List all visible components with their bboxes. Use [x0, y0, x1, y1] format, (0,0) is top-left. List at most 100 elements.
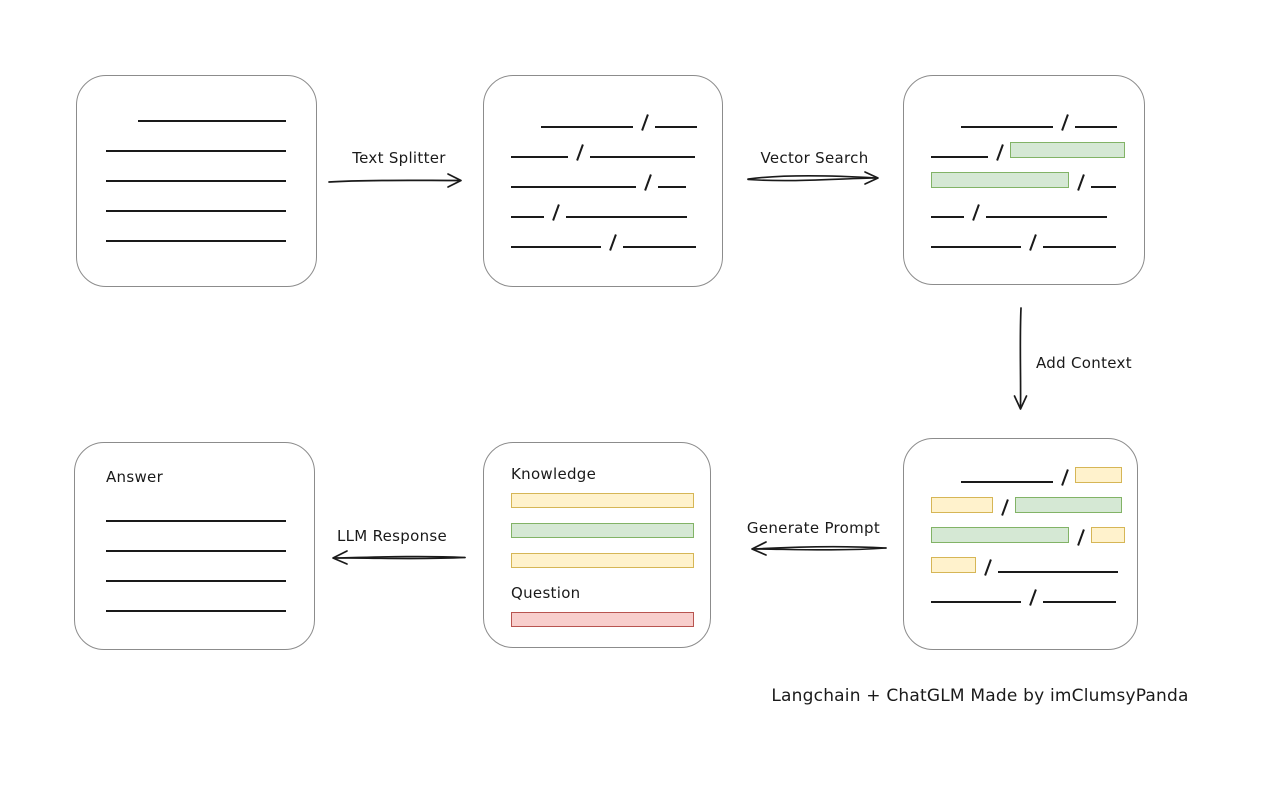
yellow-bar — [511, 553, 694, 568]
text-line — [931, 216, 964, 218]
text-row — [931, 583, 1137, 603]
diagram-caption: Langchain + ChatGLM Made by imClumsyPand… — [771, 686, 1189, 706]
text-row — [511, 108, 722, 128]
node-text-chunks — [483, 75, 723, 287]
text-line — [541, 126, 633, 128]
text-line — [931, 601, 1021, 603]
slash-separator — [608, 234, 617, 251]
text-row — [931, 493, 1137, 513]
text-row — [931, 168, 1144, 188]
slash-separator — [983, 559, 992, 576]
text-line — [961, 481, 1053, 483]
text-line — [106, 520, 286, 522]
text-row — [106, 592, 314, 612]
text-line — [511, 156, 568, 158]
node-prompt: Knowledge Question — [483, 442, 711, 648]
text-row — [931, 553, 1137, 573]
text-row — [106, 162, 316, 182]
slash-separator — [995, 144, 1004, 161]
text-row — [931, 138, 1144, 158]
question-bars — [511, 612, 710, 627]
text-line — [106, 240, 286, 242]
text-line — [1043, 601, 1116, 603]
text-line — [106, 580, 286, 582]
slash-separator — [1060, 114, 1069, 131]
text-line — [106, 180, 286, 182]
slash-separator — [971, 204, 980, 221]
answer-lines — [75, 486, 314, 612]
text-line — [655, 126, 697, 128]
text-line — [961, 126, 1053, 128]
slash-separator — [1028, 589, 1037, 606]
text-line — [931, 156, 988, 158]
text-line — [998, 571, 1118, 573]
slash-separator — [640, 114, 649, 131]
vector-search-right-arrow-icon — [747, 171, 879, 185]
slash-separator — [643, 174, 652, 191]
yellow-bar — [511, 493, 694, 508]
add-context-down-arrow-icon — [1013, 307, 1028, 410]
slash-separator — [575, 144, 584, 161]
red-bar — [511, 612, 694, 627]
green-highlighted-chunk — [931, 172, 1069, 188]
text-line — [511, 216, 544, 218]
text-row — [106, 532, 314, 552]
text-line — [623, 246, 696, 248]
node-matched-chunks — [903, 75, 1145, 285]
text-row — [106, 502, 314, 522]
yellow-highlighted-chunk — [931, 497, 993, 513]
knowledge-bars — [511, 493, 710, 568]
text-line — [931, 246, 1021, 248]
text-row — [511, 198, 722, 218]
generate-prompt-label: Generate Prompt — [746, 519, 881, 537]
text-row — [106, 132, 316, 152]
text-line — [1043, 246, 1116, 248]
text-row — [106, 222, 316, 242]
add-context-label: Add Context — [1036, 354, 1132, 372]
indent-spacer — [511, 127, 541, 128]
text-line — [511, 186, 636, 188]
text-row — [931, 198, 1144, 218]
text-splitter-right-arrow-icon — [328, 173, 462, 188]
text-line — [106, 550, 286, 552]
indent-spacer — [931, 127, 961, 128]
text-row — [931, 463, 1137, 483]
text-row — [106, 192, 316, 212]
text-row — [511, 168, 722, 188]
green-bar — [511, 523, 694, 538]
green-highlighted-chunk — [931, 527, 1069, 543]
text-line — [566, 216, 687, 218]
green-highlighted-chunk — [1015, 497, 1122, 513]
generate-prompt-left-arrow-icon — [751, 541, 887, 556]
matched-chunk-lines — [904, 76, 1144, 248]
text-row — [931, 228, 1144, 248]
text-row — [931, 108, 1144, 128]
node-source-document — [76, 75, 317, 287]
yellow-highlighted-chunk — [931, 557, 976, 573]
text-row — [106, 562, 314, 582]
chunk-lines — [484, 76, 722, 248]
answer-label: Answer — [106, 468, 164, 486]
text-line — [658, 186, 686, 188]
slash-separator — [1060, 469, 1069, 486]
text-line — [590, 156, 695, 158]
yellow-highlighted-chunk — [1091, 527, 1125, 543]
text-line — [986, 216, 1107, 218]
text-line — [106, 150, 286, 152]
slash-separator — [1076, 529, 1085, 546]
slash-separator — [1076, 174, 1085, 191]
text-row — [931, 523, 1137, 543]
llm-response-left-arrow-icon — [332, 550, 466, 565]
text-line — [106, 610, 286, 612]
question-label: Question — [511, 584, 581, 602]
node-context-chunks — [903, 438, 1138, 650]
text-line — [1091, 186, 1116, 188]
slash-separator — [1028, 234, 1037, 251]
vector-search-label: Vector Search — [760, 149, 869, 167]
llm-response-label: LLM Response — [336, 527, 448, 545]
text-row — [511, 228, 722, 248]
text-line — [1075, 126, 1117, 128]
context-chunk-lines — [904, 439, 1137, 603]
text-splitter-label: Text Splitter — [352, 149, 446, 167]
